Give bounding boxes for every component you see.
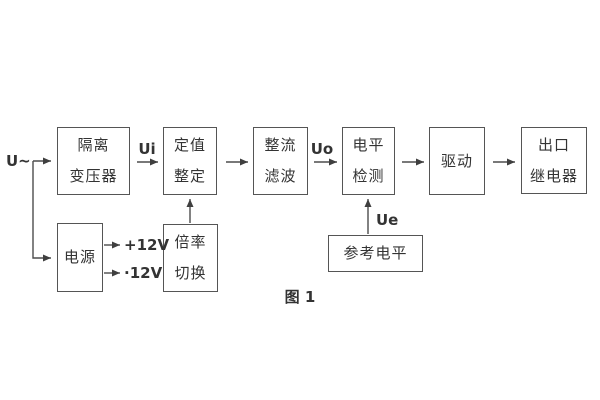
block-label-line: 电源 — [63, 248, 96, 266]
signal-ui-label: Ui — [138, 140, 156, 158]
arrow-input-branch-to-power — [32, 161, 51, 262]
block-label-line: 定值 — [173, 136, 206, 154]
block-power-supply: 电源 — [57, 223, 103, 292]
block-label-line: 参考电平 — [343, 244, 408, 262]
block-output-relay: 出口 继电器 — [521, 127, 587, 194]
block-label-line: 检测 — [352, 167, 385, 185]
block-label-line: 继电器 — [529, 166, 578, 185]
input-voltage-label: U~ — [6, 152, 31, 170]
block-label-line: 倍率 — [174, 233, 207, 251]
figure-caption: 图 1 — [284, 288, 316, 306]
block-level-detection: 电平 检测 — [342, 127, 395, 195]
block-isolation-transformer: 隔离 变压器 — [57, 127, 130, 195]
block-label-line: 整定 — [173, 167, 206, 185]
power-minus12v-label: ·12V — [124, 264, 163, 282]
block-label-line: 滤波 — [264, 167, 297, 185]
signal-ue-label: Ue — [376, 211, 399, 229]
block-setpoint-setting: 定值 整定 — [163, 127, 217, 195]
block-label-line: 驱动 — [440, 151, 473, 170]
signal-uo-label: Uo — [310, 140, 334, 158]
block-ratio-switch: 倍率 切换 — [163, 224, 218, 292]
block-label-line: 整流 — [264, 136, 297, 154]
block-label-line: 电平 — [352, 136, 385, 154]
block-rectifier-filter: 整流 滤波 — [253, 127, 308, 195]
block-reference-level: 参考电平 — [328, 235, 423, 272]
block-label-line: 出口 — [537, 135, 570, 154]
block-label-line: 变压器 — [69, 167, 118, 185]
block-label-line: 切换 — [174, 264, 207, 282]
block-label-line: 隔离 — [77, 136, 110, 154]
block-drive: 驱动 — [429, 127, 485, 195]
power-plus12v-label: +12V — [124, 236, 170, 254]
